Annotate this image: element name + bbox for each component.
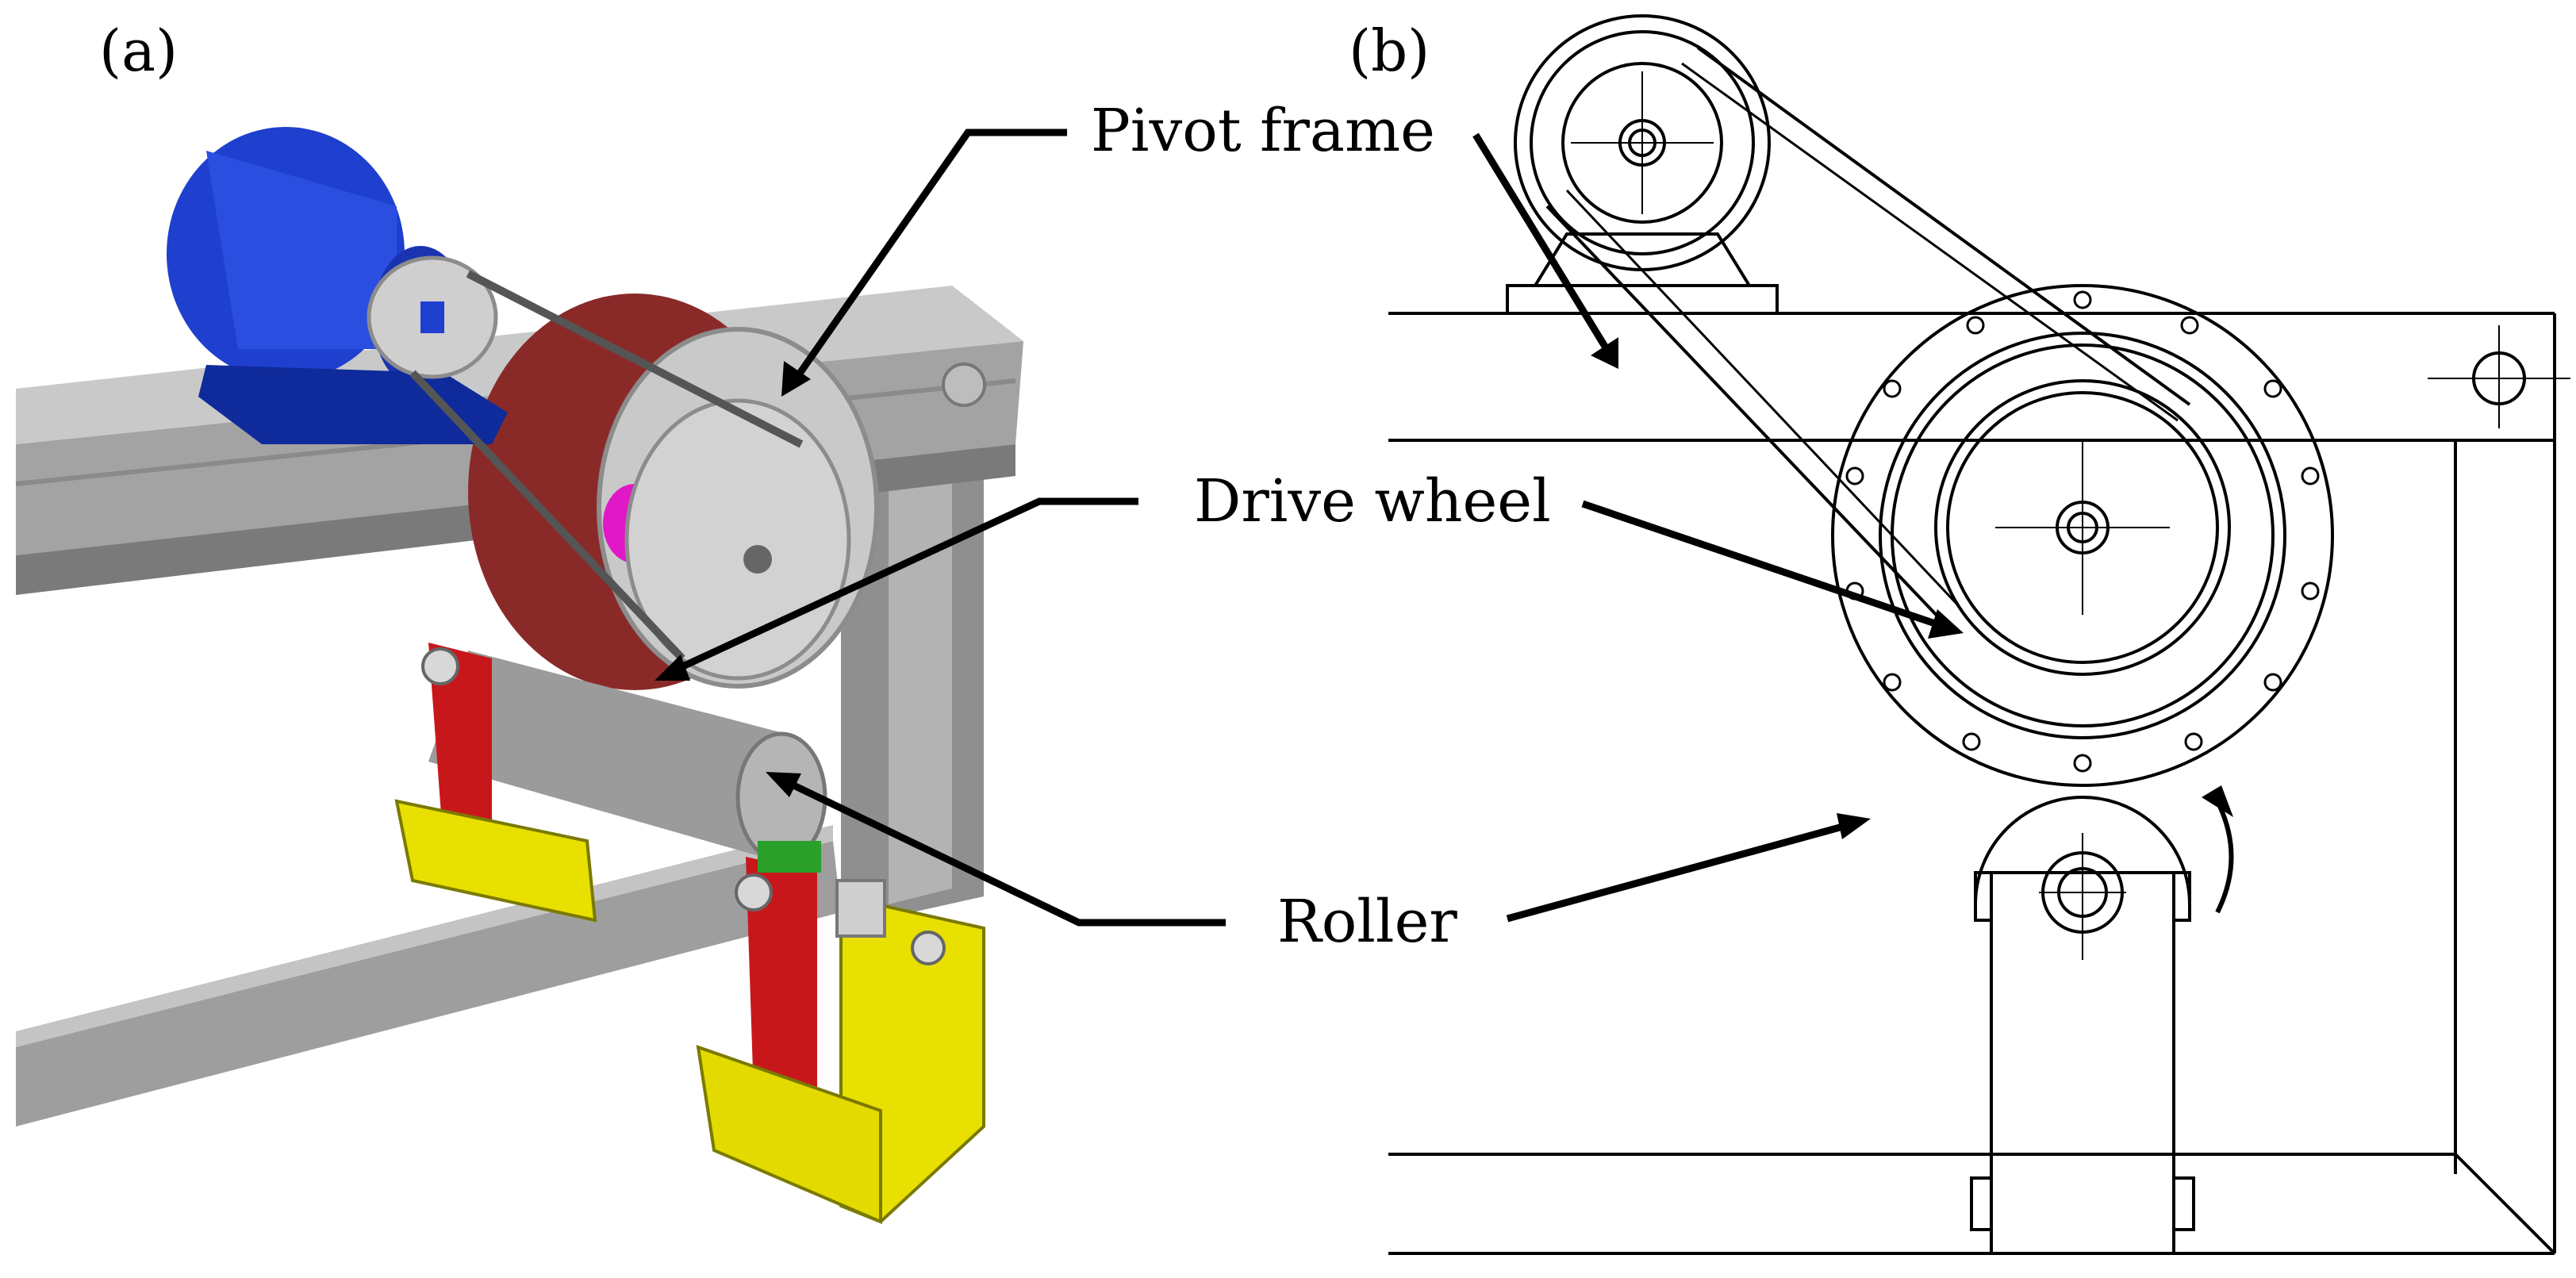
motor-base (198, 365, 508, 444)
drive-wheel-arrow-left (655, 497, 1138, 681)
lower-beam (16, 841, 841, 1126)
roller-arrow-right (1506, 813, 1871, 923)
roller-body (428, 651, 801, 857)
belt-upper (466, 270, 804, 448)
beam-bolt (942, 363, 986, 407)
panel-b-tag: (b) (1349, 17, 1430, 84)
panel-a-tag: (a) (99, 17, 179, 84)
belt-lower (409, 370, 685, 662)
right-bracket-red (746, 857, 817, 1111)
vertical-post-face (889, 357, 952, 904)
lower-beam-top (16, 825, 833, 1047)
bearing-green (758, 841, 821, 873)
roller-label: Roller (1277, 888, 1457, 956)
pivot-frame-arrow-left (781, 129, 1067, 397)
drive-wheel-arrow-right (1581, 500, 1964, 639)
drive-wheel-label: Drive wheel (1194, 467, 1551, 535)
pivot-frame-label: Pivot frame (1091, 97, 1435, 165)
pivot-frame-arrow-right (1472, 132, 1618, 369)
roller-arrow-left (766, 772, 1226, 927)
pulley-large (624, 398, 851, 681)
left-bracket-yellow (394, 799, 597, 923)
panel-a-render (15, 127, 1023, 1225)
